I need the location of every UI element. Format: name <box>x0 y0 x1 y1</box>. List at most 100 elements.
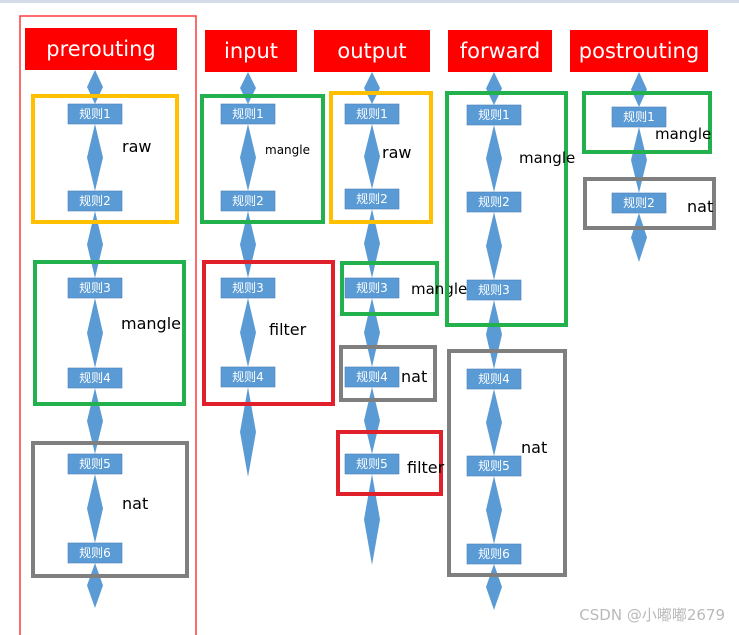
input-rule-box-4 <box>220 366 276 388</box>
postrouting-table-label-nat: nat <box>687 197 713 216</box>
input-connector-1 <box>240 72 256 104</box>
chain-header-label-output: output <box>337 39 406 63</box>
output-rule-box-5 <box>344 453 400 475</box>
output-rule-label-3: 规则3 <box>356 280 388 295</box>
forward-connector-5 <box>486 389 502 456</box>
prerouting-connector-6 <box>87 474 103 543</box>
forward-table-box-mangle <box>445 91 568 327</box>
input-rule-label-1: 规则1 <box>232 106 264 121</box>
forward-rule-box-1 <box>466 104 522 126</box>
chain-header-label-forward: forward <box>460 39 541 63</box>
prerouting-rule-box-4 <box>67 367 123 389</box>
forward-rule-box-5 <box>466 455 522 477</box>
chain-header-output <box>314 30 430 72</box>
input-table-label-mangle: mangle <box>265 143 310 157</box>
output-table-box-mangle <box>340 261 439 316</box>
postrouting-table-label-mangle: mangle <box>655 125 711 143</box>
prerouting-rule-label-1: 规则1 <box>79 106 111 121</box>
prerouting-rule-box-1 <box>67 103 123 125</box>
forward-rule-box-3 <box>466 279 522 301</box>
forward-rule-box-2 <box>466 191 522 213</box>
output-connector-4 <box>364 298 380 367</box>
prerouting-rule-label-2: 规则2 <box>79 193 111 208</box>
output-table-box-nat <box>339 345 437 402</box>
output-rule-box-3 <box>344 277 400 299</box>
output-table-box-raw <box>329 91 433 224</box>
input-table-box-filter <box>202 260 335 406</box>
output-rule-box-4 <box>344 366 400 388</box>
input-connector-4 <box>240 298 256 367</box>
forward-connector-4 <box>486 300 502 369</box>
forward-connector-6 <box>486 476 502 544</box>
prerouting-rule-label-4: 规则4 <box>79 370 111 385</box>
forward-rule-box-4 <box>466 368 522 390</box>
prerouting-rule-label-6: 规则6 <box>79 545 111 560</box>
chain-header-postrouting <box>570 30 708 72</box>
postrouting-connector-2 <box>631 127 647 193</box>
top-border-line <box>0 0 739 3</box>
prerouting-rule-label-3: 规则3 <box>79 280 111 295</box>
forward-connector-2 <box>486 125 502 192</box>
forward-rule-label-6: 规则6 <box>478 546 510 561</box>
prerouting-connector-1 <box>87 70 103 104</box>
chain-header-label-postrouting: postrouting <box>579 39 699 63</box>
prerouting-connector-4 <box>87 298 103 368</box>
chain-header-input <box>205 30 297 72</box>
postrouting-connector-3 <box>631 213 647 262</box>
input-table-label-filter: filter <box>269 320 307 339</box>
forward-rule-label-3: 规则3 <box>478 282 510 297</box>
output-connector-6 <box>364 474 380 565</box>
prerouting-table-label-mangle: mangle <box>121 314 181 333</box>
forward-connector-3 <box>486 212 502 280</box>
postrouting-connector-1 <box>631 72 647 107</box>
forward-rule-box-6 <box>466 543 522 565</box>
postrouting-rule-box-1 <box>611 106 667 128</box>
output-table-box-filter <box>336 430 443 496</box>
forward-table-label-mangle: mangle <box>519 149 575 167</box>
output-connector-5 <box>364 387 380 454</box>
prerouting-rule-box-3 <box>67 277 123 299</box>
input-rule-label-3: 规则3 <box>232 280 264 295</box>
postrouting-rule-label-2: 规则2 <box>623 195 655 210</box>
chain-header-prerouting <box>25 28 177 70</box>
output-rule-label-4: 规则4 <box>356 369 388 384</box>
forward-connector-7 <box>486 564 502 610</box>
forward-rule-label-2: 规则2 <box>478 194 510 209</box>
prerouting-connector-7 <box>87 563 103 608</box>
watermark: CSDN @小嘟嘟2679 <box>579 606 725 624</box>
output-rule-label-5: 规则5 <box>356 456 388 471</box>
output-rule-label-1: 规则1 <box>356 106 388 121</box>
output-rule-box-1 <box>344 103 400 125</box>
output-connector-2 <box>364 124 380 189</box>
prerouting-rule-label-5: 规则5 <box>79 456 111 471</box>
forward-table-box-nat <box>447 349 567 577</box>
prerouting-table-box-mangle <box>33 260 186 406</box>
output-connector-1 <box>364 72 380 104</box>
chain-header-label-input: input <box>224 39 278 63</box>
output-table-label-raw: raw <box>382 143 411 162</box>
input-rule-label-4: 规则4 <box>232 369 264 384</box>
input-connector-5 <box>240 387 256 477</box>
prerouting-table-box-nat <box>31 441 189 578</box>
forward-table-label-nat: nat <box>521 438 547 457</box>
forward-rule-label-4: 规则4 <box>478 371 510 386</box>
postrouting-table-box-nat <box>583 177 716 230</box>
postrouting-rule-box-2 <box>611 192 667 214</box>
input-connector-2 <box>240 124 256 191</box>
prerouting-rule-box-5 <box>67 453 123 475</box>
prerouting-highlight-frame <box>19 15 197 635</box>
input-table-box-mangle <box>200 94 325 224</box>
output-table-label-filter: filter <box>407 458 445 477</box>
input-rule-box-1 <box>220 103 276 125</box>
output-rule-label-2: 规则2 <box>356 191 388 206</box>
prerouting-connector-2 <box>87 124 103 191</box>
prerouting-table-label-raw: raw <box>122 137 151 156</box>
input-rule-box-2 <box>220 190 276 212</box>
postrouting-table-box-mangle <box>582 91 712 154</box>
prerouting-table-label-nat: nat <box>122 494 148 513</box>
output-rule-box-2 <box>344 188 400 210</box>
output-table-label-mangle: mangle <box>411 280 467 298</box>
input-rule-box-3 <box>220 277 276 299</box>
prerouting-rule-box-2 <box>67 190 123 212</box>
postrouting-rule-label-1: 规则1 <box>623 109 655 124</box>
